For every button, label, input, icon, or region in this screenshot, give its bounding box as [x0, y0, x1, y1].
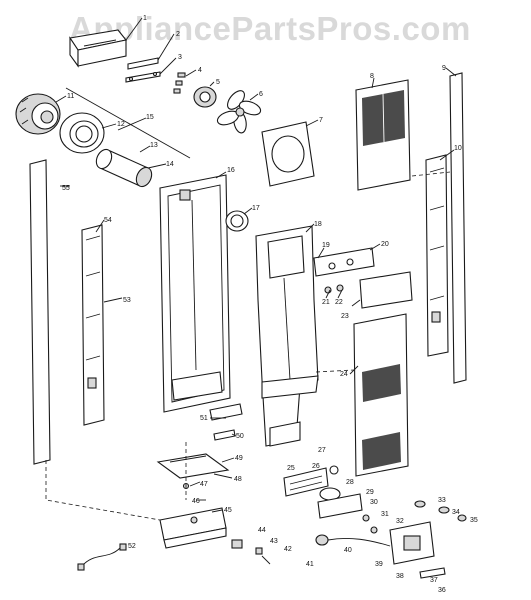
callout-9: 9	[442, 65, 446, 72]
part-small-parts	[231, 539, 271, 565]
callout-45: 45	[224, 507, 232, 514]
part-knobs	[324, 284, 344, 294]
callout-20: 20	[381, 241, 389, 248]
callout-3: 3	[178, 54, 182, 61]
callout-46: 46	[192, 498, 200, 505]
callout-7: 7	[319, 117, 323, 124]
callout-43: 43	[270, 538, 278, 545]
part-control-bracket	[313, 247, 375, 277]
callout-4: 4	[198, 67, 202, 74]
part-side-panel	[425, 154, 449, 357]
callout-51: 51	[200, 415, 208, 422]
callout-42: 42	[284, 546, 292, 553]
callout-11: 11	[67, 93, 74, 100]
part-screws	[173, 72, 186, 94]
callout-35: 35	[470, 517, 478, 524]
part-tray	[156, 453, 230, 479]
part-orifice	[419, 567, 446, 579]
callout-labels: 1 2 3 4 5 6 7 8 9 10 11 12 13 14 15 16 1…	[62, 15, 478, 594]
part-lower-front-panel	[353, 313, 409, 477]
callout-8: 8	[370, 73, 374, 80]
callout-21: 21	[322, 299, 330, 306]
callout-14: 14	[166, 161, 174, 168]
callout-34: 34	[452, 509, 460, 516]
callout-26: 26	[312, 463, 320, 470]
callout-40: 40	[344, 547, 352, 554]
part-back-panel	[159, 174, 231, 413]
callout-16: 16	[227, 167, 235, 174]
callout-33: 33	[438, 497, 446, 504]
callout-32: 32	[396, 518, 404, 525]
part-left-side-panel	[81, 224, 105, 426]
callout-48: 48	[234, 476, 242, 483]
part-rod	[65, 87, 191, 159]
callout-13: 13	[150, 142, 158, 149]
callout-2: 2	[176, 31, 180, 38]
watermark: AppliancePartsPros.com	[69, 10, 471, 47]
part-bracket	[127, 57, 159, 70]
assembly-line	[45, 460, 161, 521]
callout-6: 6	[259, 91, 263, 98]
assembly-line	[315, 369, 355, 373]
callout-12: 12	[117, 121, 125, 128]
part-fan-shroud	[261, 121, 315, 187]
part-cylinder	[95, 148, 153, 188]
callout-25: 25	[287, 465, 295, 472]
part-blower-wheel	[15, 93, 61, 135]
callout-44: 44	[258, 527, 266, 534]
callout-22: 22	[335, 299, 343, 306]
part-burner-bracket	[159, 507, 227, 549]
callout-27: 27	[318, 447, 326, 454]
part-burner-assembly	[283, 465, 378, 534]
callout-38: 38	[396, 573, 404, 580]
part-small-plates	[209, 403, 243, 441]
callout-24: 24	[340, 371, 348, 378]
callout-37: 37	[430, 577, 438, 584]
callout-18: 18	[314, 221, 322, 228]
part-strip	[125, 71, 161, 83]
part-gas-valve	[389, 521, 435, 565]
callout-19: 19	[322, 242, 330, 249]
callout-39: 39	[375, 561, 383, 568]
part-fittings	[414, 500, 467, 522]
callout-17: 17	[252, 205, 260, 212]
assembly-line	[411, 171, 451, 177]
part-housing-ring	[59, 112, 105, 154]
part-right-side-strip	[449, 72, 467, 384]
callout-36: 36	[438, 587, 446, 594]
part-control-plate	[359, 271, 413, 309]
callout-54: 54	[104, 217, 112, 224]
part-fan-blade	[216, 90, 262, 134]
part-heat-exchanger	[255, 225, 319, 447]
part-motor	[193, 86, 217, 108]
callout-5: 5	[216, 79, 220, 86]
callout-50: 50	[236, 433, 244, 440]
callout-28: 28	[346, 479, 354, 486]
part-power-cord	[77, 543, 127, 571]
callout-29: 29	[366, 489, 374, 496]
part-collar	[225, 210, 249, 232]
callout-10: 10	[454, 145, 462, 152]
callout-15: 15	[146, 114, 154, 121]
callout-1: 1	[143, 15, 147, 22]
callout-49: 49	[235, 455, 243, 462]
callout-23: 23	[341, 313, 349, 320]
leader-lines	[55, 17, 457, 513]
part-upper-front-panel	[355, 79, 411, 191]
callout-52: 52	[128, 543, 136, 550]
callout-30: 30	[370, 499, 378, 506]
part-top-cap	[69, 29, 127, 68]
callout-55: 55	[62, 185, 70, 192]
callout-41: 41	[306, 561, 314, 568]
part-thermocouple	[315, 534, 391, 547]
part-left-strip	[29, 159, 51, 465]
callout-31: 31	[381, 511, 389, 518]
callout-47: 47	[200, 481, 208, 488]
callout-53: 53	[123, 297, 131, 304]
